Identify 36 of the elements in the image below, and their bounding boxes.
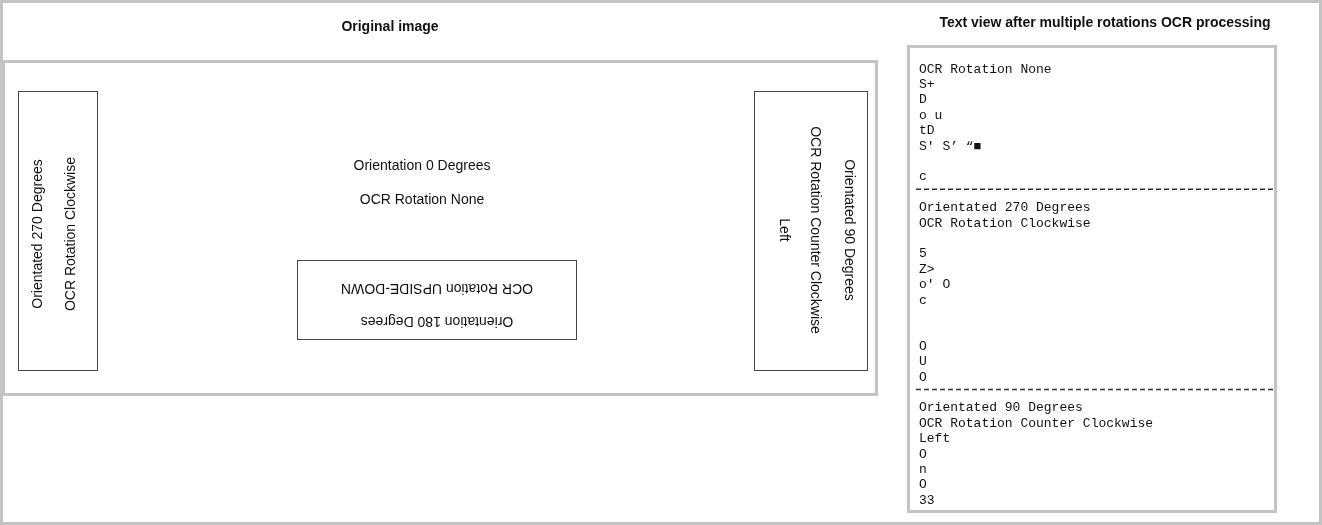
rotated-text-box bbox=[18, 91, 98, 371]
ocr-output-line: OCR Rotation None bbox=[919, 61, 1052, 77]
ocr-output-line: o u bbox=[919, 107, 943, 123]
ocr-output-line: U bbox=[919, 354, 927, 370]
rotated-text-box bbox=[297, 260, 577, 340]
rotated-text: Orientated 90 Degrees bbox=[842, 159, 858, 301]
ocr-output-line: c bbox=[919, 169, 927, 185]
ocr-output-line: D bbox=[919, 92, 927, 108]
ocr-output-line: 33 bbox=[919, 492, 935, 508]
ocr-output-line: O bbox=[919, 369, 927, 385]
ocr-output-line: OCR Rotation Counter Clockwise bbox=[919, 415, 1154, 431]
panel-heading: Text view after multiple rotations OCR processing bbox=[939, 14, 1271, 30]
ocr-output-line: O bbox=[919, 446, 927, 462]
ocr-output-line: n bbox=[919, 461, 927, 477]
ocr-output-line: Z> bbox=[919, 261, 935, 277]
ocr-output-line: Orientated 90 Degrees bbox=[919, 400, 1083, 416]
ocr-output-line: O bbox=[919, 338, 927, 354]
panel-heading: Original image bbox=[341, 18, 439, 34]
rotated-text-box bbox=[754, 91, 868, 371]
rotated-text: OCR Rotation UPSIDE-DOWN bbox=[340, 281, 534, 297]
rotated-text: Orientation 180 Degrees bbox=[360, 314, 514, 330]
ocr-output-line: o' O bbox=[919, 277, 951, 293]
ocr-output-line: O bbox=[919, 477, 927, 493]
rotated-text: OCR Rotation Clockwise bbox=[62, 156, 78, 312]
ocr-output-line: 5 bbox=[919, 246, 927, 262]
ocr-output-line: Orientated 270 Degrees bbox=[919, 200, 1091, 216]
ocr-output-line: c bbox=[919, 292, 927, 308]
ocr-output-line: Left bbox=[919, 431, 951, 447]
orientation-text: OCR Rotation None bbox=[359, 191, 485, 207]
ocr-output-line: tD bbox=[919, 123, 935, 139]
ocr-output-line: S+ bbox=[919, 76, 935, 92]
rotated-text: Orientated 270 Degrees bbox=[29, 159, 45, 309]
ocr-output-line: S' S’ “■ bbox=[919, 138, 982, 154]
orientation-text: Orientation 0 Degrees bbox=[353, 157, 491, 173]
ocr-output-line: OCR Rotation Clockwise bbox=[919, 215, 1091, 231]
rotated-text: OCR Rotation Counter Clockwise Left bbox=[776, 125, 825, 336]
